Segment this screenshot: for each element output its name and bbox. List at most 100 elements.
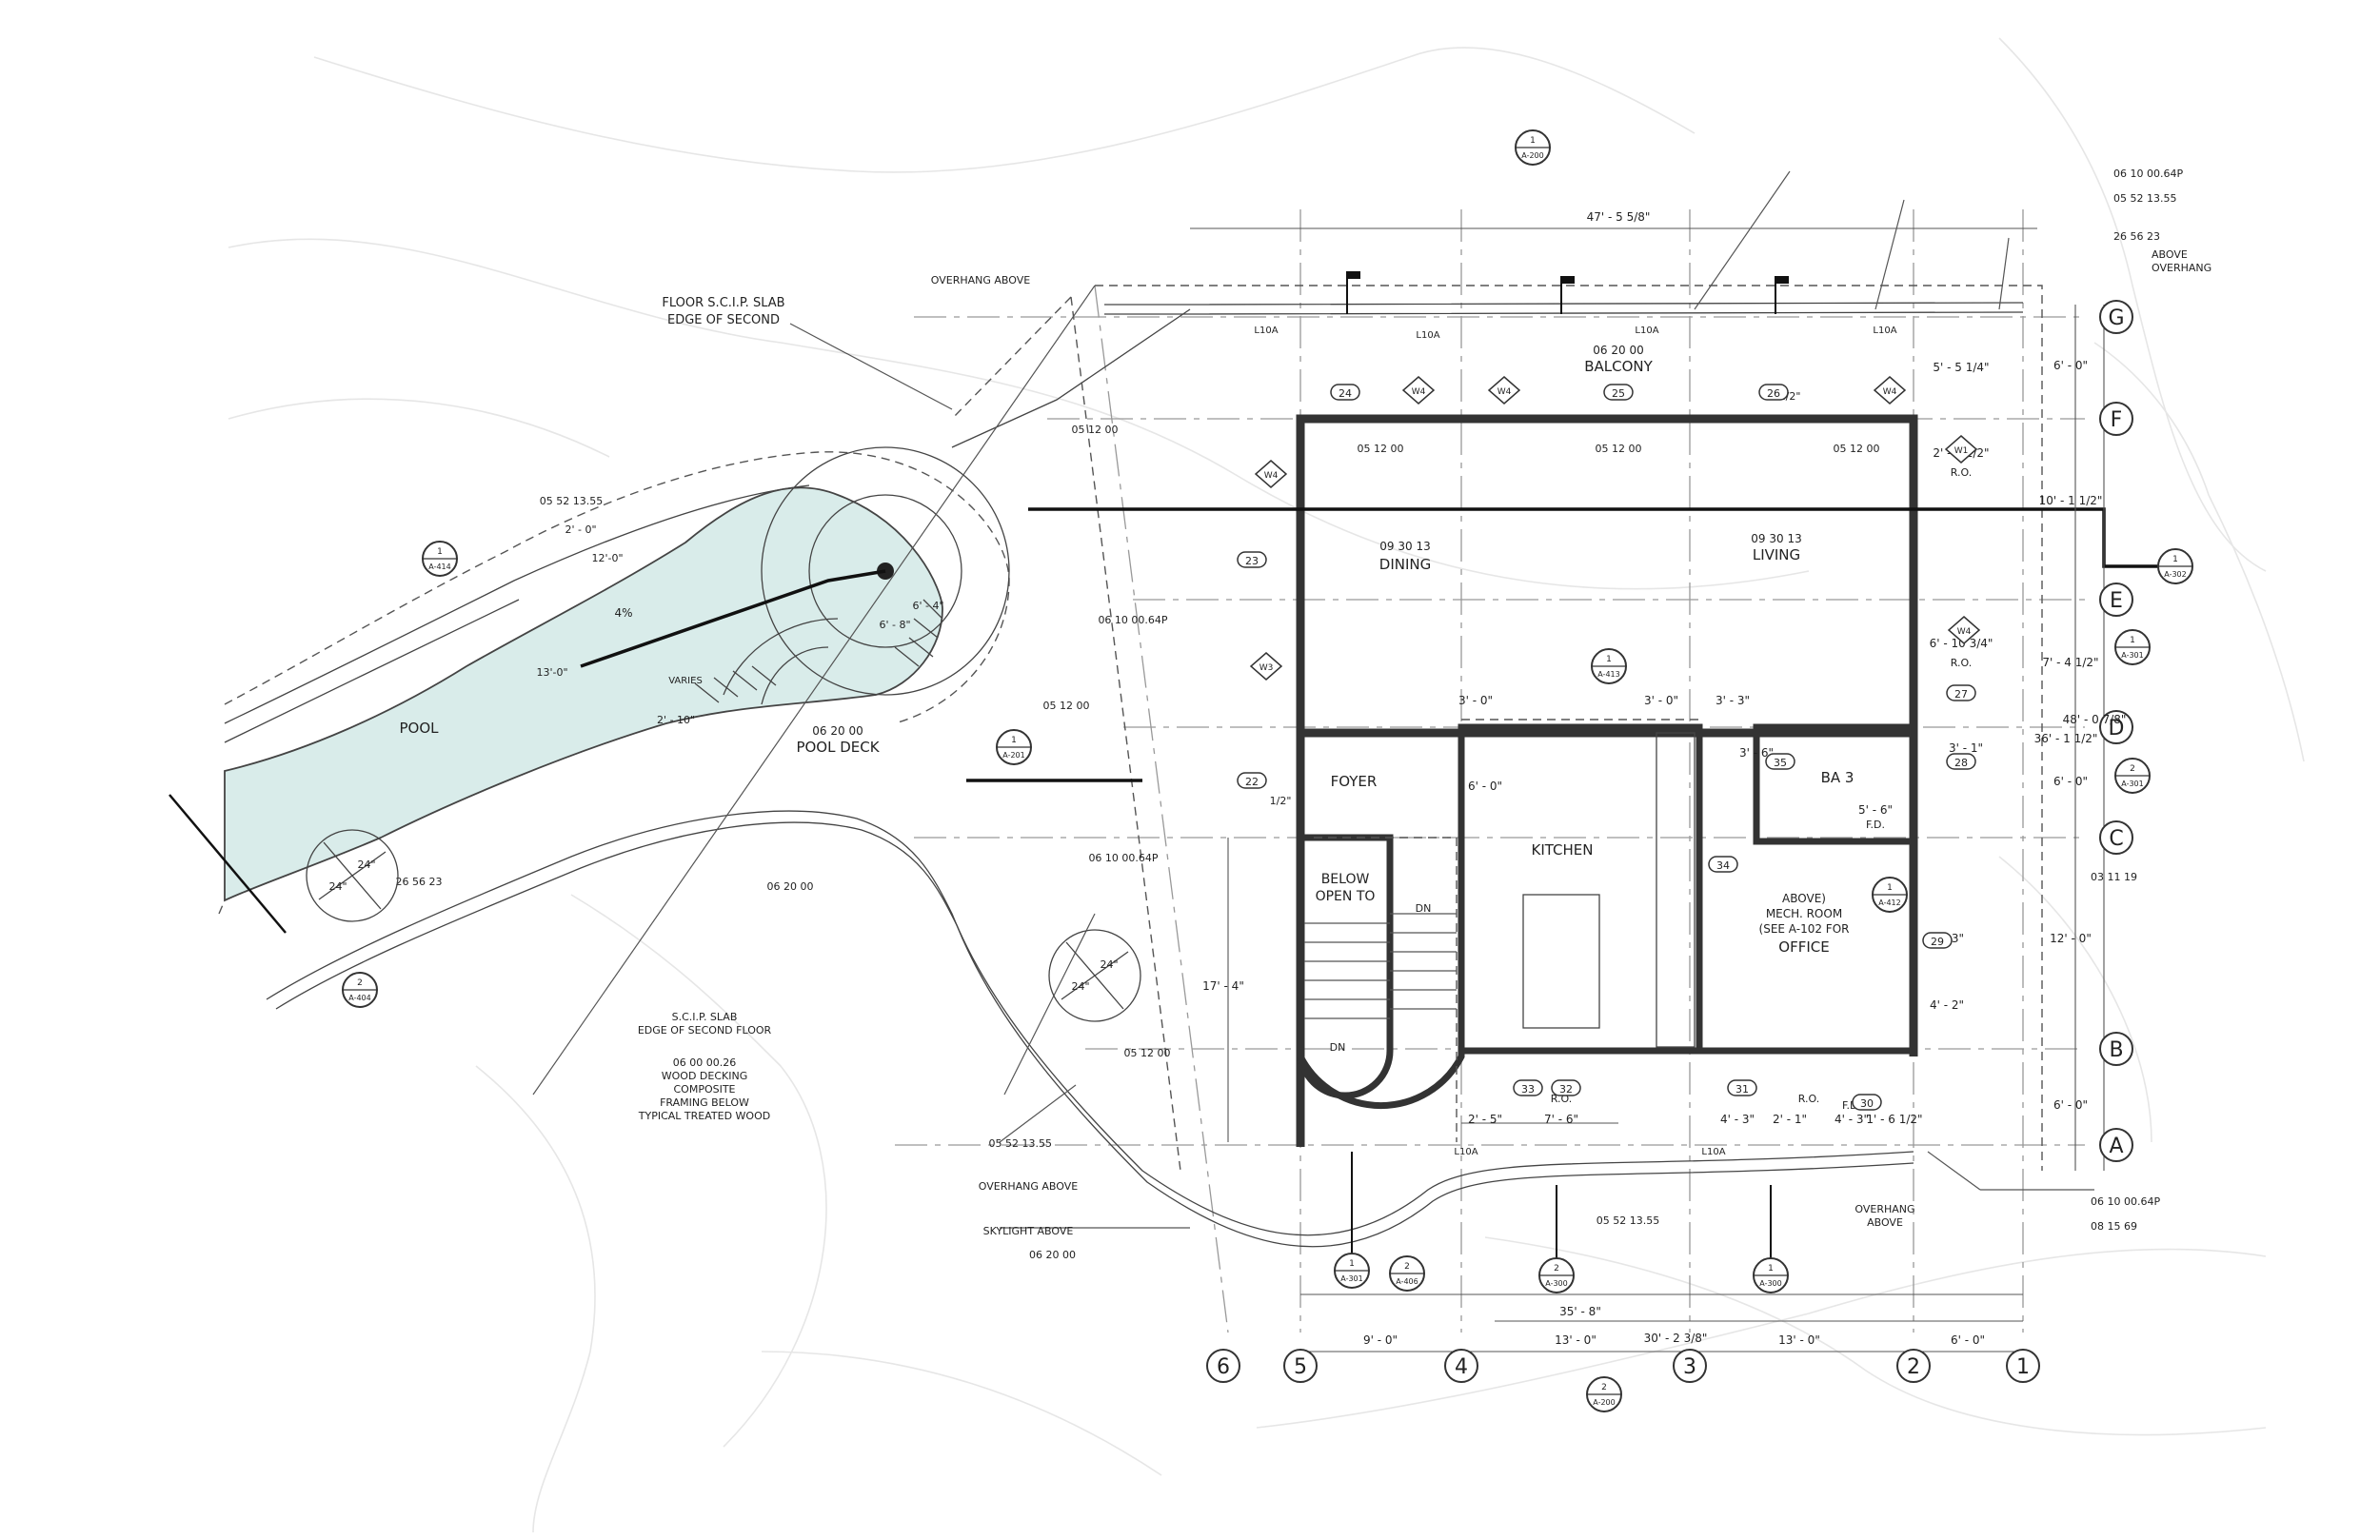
room-dining-code: 09 30 13 xyxy=(1379,540,1430,553)
svg-text:1: 1 xyxy=(1887,883,1893,893)
door-tag-26[interactable]: 26 xyxy=(1758,384,1789,401)
section-mark-a300-2[interactable]: 2A-300 xyxy=(1538,1257,1575,1293)
window-tag-w4-a[interactable]: W4 xyxy=(1401,376,1436,405)
svg-text:1' - 6 1/2": 1' - 6 1/2" xyxy=(1866,1113,1922,1126)
grid-bubble-1[interactable]: 1 xyxy=(2006,1349,2040,1383)
grid-bubble-c[interactable]: C xyxy=(2099,820,2133,855)
svg-text:1: 1 xyxy=(437,547,443,557)
svg-text:6: 6 xyxy=(1217,1355,1230,1379)
section-mark-a200-bottom[interactable]: 2A-200 xyxy=(1586,1376,1622,1412)
section-mark-a300-1[interactable]: 1A-300 xyxy=(1753,1257,1789,1293)
section-marks: 1A-200 2A-200 1A-301 2A-301 1A-302 1A-20… xyxy=(342,129,2193,1412)
grid-bubble-2[interactable]: 2 xyxy=(1896,1349,1931,1383)
svg-text:2' - 0": 2' - 0" xyxy=(565,523,596,536)
grid-bubble-d[interactable]: D xyxy=(2099,710,2133,744)
window-tag-w4-c[interactable]: W4 xyxy=(1873,376,1907,405)
svg-text:6' - 10 3/4": 6' - 10 3/4" xyxy=(1930,637,1993,650)
svg-text:A-413: A-413 xyxy=(1597,670,1619,679)
section-mark-a200-top[interactable]: 1A-200 xyxy=(1515,129,1551,166)
door-tag-24[interactable]: 24 xyxy=(1330,384,1360,401)
svg-text:9' - 0": 9' - 0" xyxy=(1363,1333,1398,1347)
svg-text:3' - 0": 3' - 0" xyxy=(1458,694,1493,707)
svg-text:R.O.: R.O. xyxy=(1951,657,1972,669)
svg-text:35: 35 xyxy=(1774,757,1787,769)
svg-text:L10A: L10A xyxy=(1454,1147,1478,1157)
window-tag-w4-e[interactable]: W4 xyxy=(1947,616,1981,644)
section-mark-a301-right-2[interactable]: 2A-301 xyxy=(2114,758,2151,794)
grid-bubble-b[interactable]: B xyxy=(2099,1032,2133,1066)
grid-bubble-f[interactable]: F xyxy=(2099,402,2133,436)
spec-codes: 06 10 00.64P 05 52 13.55 26 56 23 06 10 … xyxy=(396,168,2184,1261)
svg-text:24": 24" xyxy=(1100,958,1118,971)
svg-text:25: 25 xyxy=(1612,387,1625,400)
section-mark-a413[interactable]: 1A-413 xyxy=(1591,648,1627,684)
living-dining-walls xyxy=(1296,414,1918,738)
grid-bubble-5[interactable]: 5 xyxy=(1283,1349,1318,1383)
grid-bubble-a[interactable]: A xyxy=(2099,1128,2133,1162)
door-tag-25[interactable]: 25 xyxy=(1603,384,1634,401)
door-tag-32[interactable]: 32 xyxy=(1551,1079,1581,1096)
grid-bubble-6[interactable]: 6 xyxy=(1206,1349,1240,1383)
svg-text:2: 2 xyxy=(1601,1383,1607,1392)
door-tag-27[interactable]: 27 xyxy=(1946,684,1976,701)
svg-text:A-201: A-201 xyxy=(1002,751,1024,760)
window-tag-w4-d[interactable]: W4 xyxy=(1254,460,1288,488)
grid-bubble-3[interactable]: 3 xyxy=(1673,1349,1707,1383)
kitchen-walls xyxy=(1458,723,1703,1055)
svg-text:6' - 0": 6' - 0" xyxy=(1468,780,1502,793)
svg-text:A-414: A-414 xyxy=(428,563,450,571)
window-tag-w1[interactable]: W1 xyxy=(1944,435,1978,464)
door-tag-28[interactable]: 28 xyxy=(1946,753,1976,770)
svg-text:2' - 10": 2' - 10" xyxy=(657,714,695,726)
door-tag-30[interactable]: 30 xyxy=(1852,1094,1882,1111)
svg-text:1: 1 xyxy=(2016,1355,2030,1379)
svg-text:22: 22 xyxy=(1245,776,1259,788)
svg-text:6' - 4": 6' - 4" xyxy=(912,600,943,612)
svg-text:36' - 1 1/2": 36' - 1 1/2" xyxy=(2034,732,2098,745)
svg-text:L10A: L10A xyxy=(1873,326,1896,336)
svg-text:03 11 19: 03 11 19 xyxy=(2091,871,2137,883)
svg-text:3' - 6": 3' - 6" xyxy=(1739,746,1774,760)
section-mark-a301-right[interactable]: 1A-301 xyxy=(2114,629,2151,665)
section-mark-a406[interactable]: 2A-406 xyxy=(1389,1255,1425,1292)
window-tag-w3[interactable]: W3 xyxy=(1249,652,1283,681)
grid-bubble-g[interactable]: G xyxy=(2099,300,2133,334)
svg-text:F.D.: F.D. xyxy=(1866,819,1885,831)
door-tag-31[interactable]: 31 xyxy=(1727,1079,1757,1096)
svg-text:7' - 4 1/2": 7' - 4 1/2" xyxy=(2042,656,2098,669)
svg-text:30: 30 xyxy=(1860,1097,1874,1110)
svg-text:05 52 13.55: 05 52 13.55 xyxy=(540,495,603,507)
door-tag-34[interactable]: 34 xyxy=(1708,856,1738,873)
section-mark-a414[interactable]: 1A-414 xyxy=(422,541,458,577)
section-mark-a302[interactable]: 1A-302 xyxy=(2157,548,2193,584)
svg-text:F: F xyxy=(2111,408,2123,432)
door-tag-23[interactable]: 23 xyxy=(1237,551,1267,568)
svg-text:1: 1 xyxy=(1011,736,1017,745)
svg-text:1: 1 xyxy=(1349,1259,1355,1269)
svg-text:A-200: A-200 xyxy=(1593,1398,1615,1407)
room-pool-label: POOL xyxy=(399,720,439,737)
section-mark-a412[interactable]: 1A-412 xyxy=(1872,877,1908,913)
svg-text:2' - 1": 2' - 1" xyxy=(1773,1113,1807,1126)
section-mark-a404[interactable]: 2A-404 xyxy=(342,972,378,1008)
door-tag-22[interactable]: 22 xyxy=(1237,772,1267,789)
svg-text:13'-0": 13'-0" xyxy=(536,666,567,679)
grid-bubble-4[interactable]: 4 xyxy=(1444,1349,1478,1383)
svg-text:33: 33 xyxy=(1521,1083,1535,1096)
pool-deck-edge xyxy=(224,451,1010,724)
svg-text:OVERHANG: OVERHANG xyxy=(1854,1203,1914,1215)
grid-bubble-e[interactable]: E xyxy=(2099,582,2133,617)
door-tag-33[interactable]: 33 xyxy=(1513,1079,1543,1096)
section-mark-a301-bottom[interactable]: 1A-301 xyxy=(1334,1253,1370,1289)
room-kitchen-label: KITCHEN xyxy=(1532,841,1594,859)
door-tag-35[interactable]: 35 xyxy=(1765,753,1795,770)
svg-text:W1: W1 xyxy=(1954,446,1969,456)
svg-text:A-300: A-300 xyxy=(1759,1279,1781,1288)
svg-text:06 10 00.64P: 06 10 00.64P xyxy=(1098,614,1167,626)
window-tag-w4-b[interactable]: W4 xyxy=(1487,376,1521,405)
svg-text:06 10 00.64P: 06 10 00.64P xyxy=(2113,168,2183,180)
section-mark-a201[interactable]: 1A-201 xyxy=(996,729,1032,765)
svg-text:4' - 3": 4' - 3" xyxy=(1835,1113,1869,1126)
pool-water xyxy=(224,486,943,902)
door-tag-29[interactable]: 29 xyxy=(1922,932,1953,949)
